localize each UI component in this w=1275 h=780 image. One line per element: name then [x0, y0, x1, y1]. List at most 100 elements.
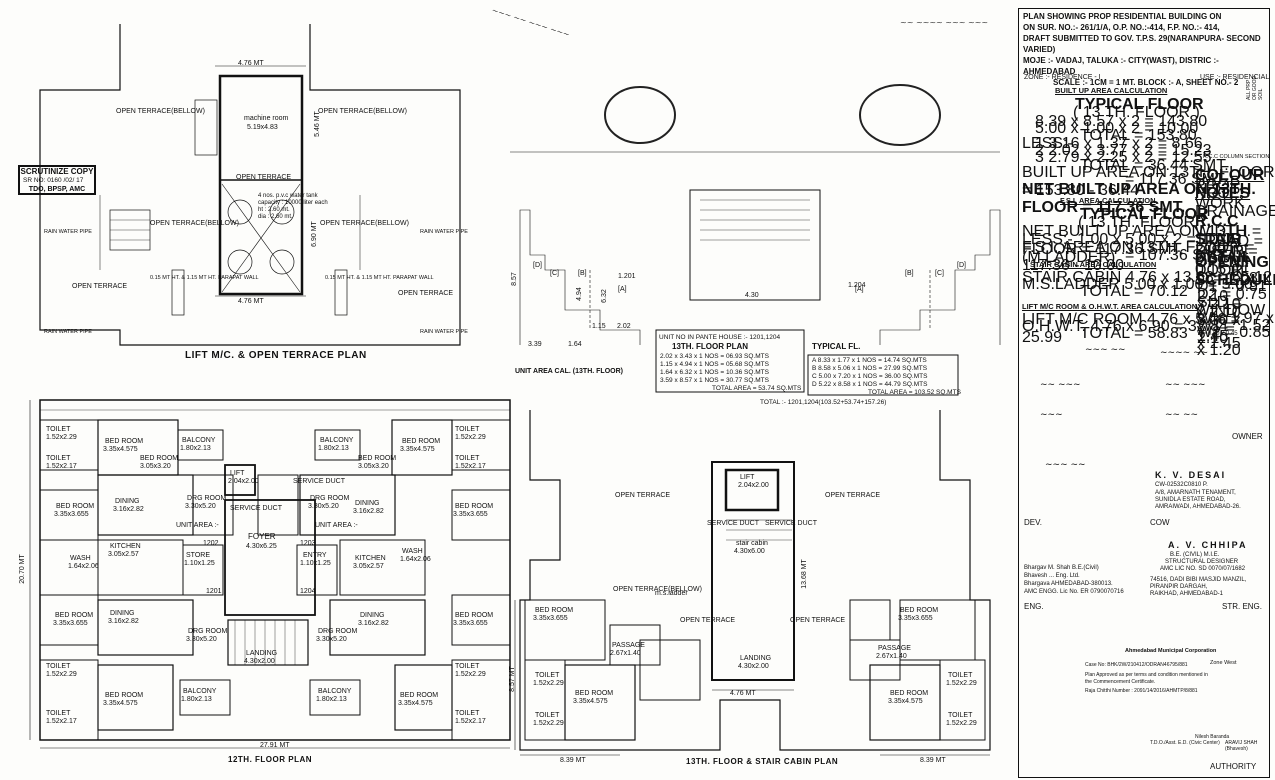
- f12-bed-bl2: BED ROOM: [105, 692, 144, 699]
- dim-690: 6.90 MT: [310, 221, 318, 247]
- f13-bed-r: BED ROOM: [900, 607, 939, 614]
- f13-service-duct-l: SERVICE DUCT: [707, 520, 759, 527]
- f13-passage-r-size: 2.67x1.40: [876, 653, 907, 660]
- ua-unit-1204: 1.204: [848, 282, 866, 289]
- ua-dim-115: 1.15: [592, 323, 606, 330]
- f13-bed-l-size: 3.35x3.655: [533, 615, 568, 622]
- parapat-wall-right: 0.15 MT HT. & 1.15 MT HT. PARAPAT WALL: [325, 275, 434, 281]
- f13-toilet-l-size: 1.52x2.29: [533, 680, 564, 687]
- header-line2: ON SUR. NO.:- 261/1/A, O.P. NO.:-414, F.…: [1023, 23, 1220, 32]
- f12-dining-bl: DINING: [110, 610, 135, 617]
- f12-drg-bl: DRG ROOM: [188, 628, 228, 635]
- f12-drg-r: DRG ROOM: [310, 495, 350, 502]
- stair-r2: M.S.LADDER 5.00 x 1.00 = 5.00: [1022, 276, 1253, 293]
- f12-wash-l-size: 1.64x2.06: [68, 563, 99, 570]
- f12-store-l: STORE: [186, 552, 210, 559]
- str-name: A. V. CHHIPA: [1168, 540, 1248, 550]
- stair-r3: TOTAL = 70.12: [1080, 283, 1188, 300]
- builtup-net1: BUILT UP AREA ON 13TH. FLOOR = 153.80 - …: [1022, 164, 1275, 199]
- floor12-title: 12TH. FLOOR PLAN: [228, 755, 313, 764]
- header-line4: MOJE :- VADAJ, TALUKA :- CITY(WAST), DIS…: [1023, 56, 1219, 76]
- ua-label-c-r: [C]: [935, 270, 944, 277]
- zone-label: ZONE :- RESIDENCE - I: [1024, 74, 1101, 81]
- f12-kitchen-l: KITCHEN: [110, 543, 141, 550]
- f12-balcony-l: BALCONY: [182, 437, 216, 444]
- builtup-less-1: 1 3.16 x 1.37 x 2 = 8.66: [1035, 135, 1203, 152]
- f12-toilet-tl2: TOILET: [46, 455, 71, 462]
- eng-l3: Bhargava AHMEDABAD-380013.: [1024, 581, 1113, 587]
- f12-kitchen-l-size: 3.05x2.57: [108, 551, 139, 558]
- colour-notes-title: COLOUR NOTES: [1195, 167, 1265, 202]
- builtup-less-3: 3 2.79 x 2.25 x 2 = 12.55: [1035, 149, 1212, 166]
- f12-bed2-r-size: 3.05x3.20: [358, 463, 389, 470]
- ua-dim-430: 4.30: [745, 292, 759, 299]
- f13-toilet-l: TOILET: [535, 672, 560, 679]
- ua-dim-857: 8.57: [510, 272, 518, 286]
- f13-bed-l2-size: 3.35x4.575: [573, 698, 608, 705]
- cow-addr2: SUNIDLA ESTATE ROAD,: [1155, 497, 1226, 503]
- f12-balcony-br: BALCONY: [318, 688, 352, 695]
- fsi-r3: F.S.I. AREA ON 13TH. FLOOR = 117.36 - 10…: [1022, 239, 1255, 274]
- f12-landing: LANDING: [246, 650, 278, 657]
- owner-sig-3: ~~ ~~~: [1040, 380, 1081, 390]
- f12-toilet-bl-size: 1.52x2.29: [46, 671, 77, 678]
- f12-drg-l-size: 3.30x5.20: [185, 503, 216, 510]
- f12-toilet-tl: TOILET: [46, 426, 71, 433]
- opening-window-2: W1 = 1.52 x 1.45: [1197, 317, 1271, 352]
- f12-wash-r: WASH: [402, 548, 423, 555]
- opening-door-4: SLD = 3.30 x 2.10: [1197, 294, 1242, 347]
- f12-bed-br: BED ROOM: [455, 612, 494, 619]
- liftroom-r1: LIFT M/C ROOM 4.76 x 5.46 = 25.99: [1022, 311, 1240, 346]
- f12-service-duct-l: SERVICE DUCT: [230, 505, 282, 512]
- lift-terrace-plan: [39, 24, 461, 346]
- f12-toilet-bl2: TOILET: [46, 710, 71, 717]
- f13-dim-1368: 13.68 MT: [800, 559, 808, 589]
- f13-open-terrace-m: OPEN TERRACE: [680, 617, 736, 624]
- f13-open-terrace-bellow: OPEN TERRACE(BELLOW): [613, 586, 702, 593]
- cow-label: COW: [1150, 518, 1170, 527]
- eng-label: ENG.: [1024, 602, 1044, 611]
- f12-toilet-bl2-size: 1.52x2.17: [46, 718, 77, 725]
- f13-landing: LANDING: [740, 655, 772, 662]
- eng-l1: Bhargav M. Shah B.E.(Civil): [1024, 565, 1099, 571]
- f13-bed-r2-size: 3.35x4.575: [888, 698, 923, 705]
- ua-label-c: [C]: [550, 270, 559, 277]
- ua-label-a-r: [A]: [855, 286, 864, 293]
- rain-pipe-3: RAIN WATER PIPE: [420, 229, 468, 235]
- f12-toilet-bl: TOILET: [46, 663, 71, 670]
- header-scale: SCALE :- 1CM = 1 MT. BLOCK :- A, SHEET N…: [1053, 78, 1239, 87]
- ua-typ-row-2: B 8.58 x 5.06 x 1 NOS = 27.99 SQ.MTS: [812, 365, 928, 372]
- str-eng-label: STR. ENG.: [1222, 602, 1263, 611]
- builtup-less-2: 2 2.02 x 3.77 x 2 = 15.23: [1035, 142, 1212, 159]
- machine-room-label: machine room: [244, 115, 289, 122]
- f13-passage-l-size: 2.67x1.40: [610, 650, 641, 657]
- rcc-stair-width: WIDTH = 2.00 mt: [1195, 223, 1262, 258]
- f12-bed-tr-size: 3.35x4.575: [400, 446, 435, 453]
- str-reg: AMC LIC NO. SD 0070/07/1682: [1160, 566, 1246, 572]
- f12-bed-tr: BED ROOM: [402, 438, 441, 445]
- rain-pipe-4: RAIN WATER PIPE: [420, 329, 468, 335]
- opening-door-1: D = 1.08 x 2.10: [1197, 270, 1271, 305]
- dim-2070: 20.70 MT: [18, 554, 26, 584]
- title-block: PLAN SHOWING PROP RESIDENTIAL BUILDING O…: [1018, 8, 1270, 778]
- authority-l2: the Commencement Certificate.: [1085, 679, 1156, 685]
- f12-toilet-br2: TOILET: [455, 710, 480, 717]
- f12-dining-l: DINING: [115, 498, 140, 505]
- total-area-note: TOTAL :- 1201,1204(103.52+53.74+157.26): [760, 399, 887, 406]
- eng-l2: Bhavesh ... Eng. Ltd.: [1024, 573, 1080, 579]
- fsi-r4: = 107.36 SMT.: [1125, 247, 1229, 264]
- f13-open-terrace-l: OPEN TERRACE: [615, 492, 671, 499]
- opening-door-2: D1 = 0.91 x 2.10: [1197, 278, 1267, 313]
- open-terrace-left: OPEN TERRACE: [72, 283, 128, 290]
- f12-drg-bl-size: 3.30x5.20: [186, 636, 217, 643]
- builtup-sub: TYPICAL FLOOR: [1075, 96, 1204, 113]
- fsi-sub2: ( 13 TH. FLOOR ): [1078, 214, 1205, 231]
- ua-label-b-r: [B]: [905, 270, 914, 277]
- f13-stair-cabin-size: 4.30x6.00: [734, 548, 765, 555]
- authority-sig3: ARAVIJ SHAH (Bhavesh): [1225, 740, 1258, 752]
- f13-lift-size: 2.04x2.00: [738, 482, 769, 489]
- f13-bed-l2: BED ROOM: [575, 690, 614, 697]
- owner-sig-1: ~~~ ~~: [1085, 345, 1126, 355]
- ua-head: UNIT NO IN PANTE HOUSE :- 1201,1204: [659, 334, 781, 341]
